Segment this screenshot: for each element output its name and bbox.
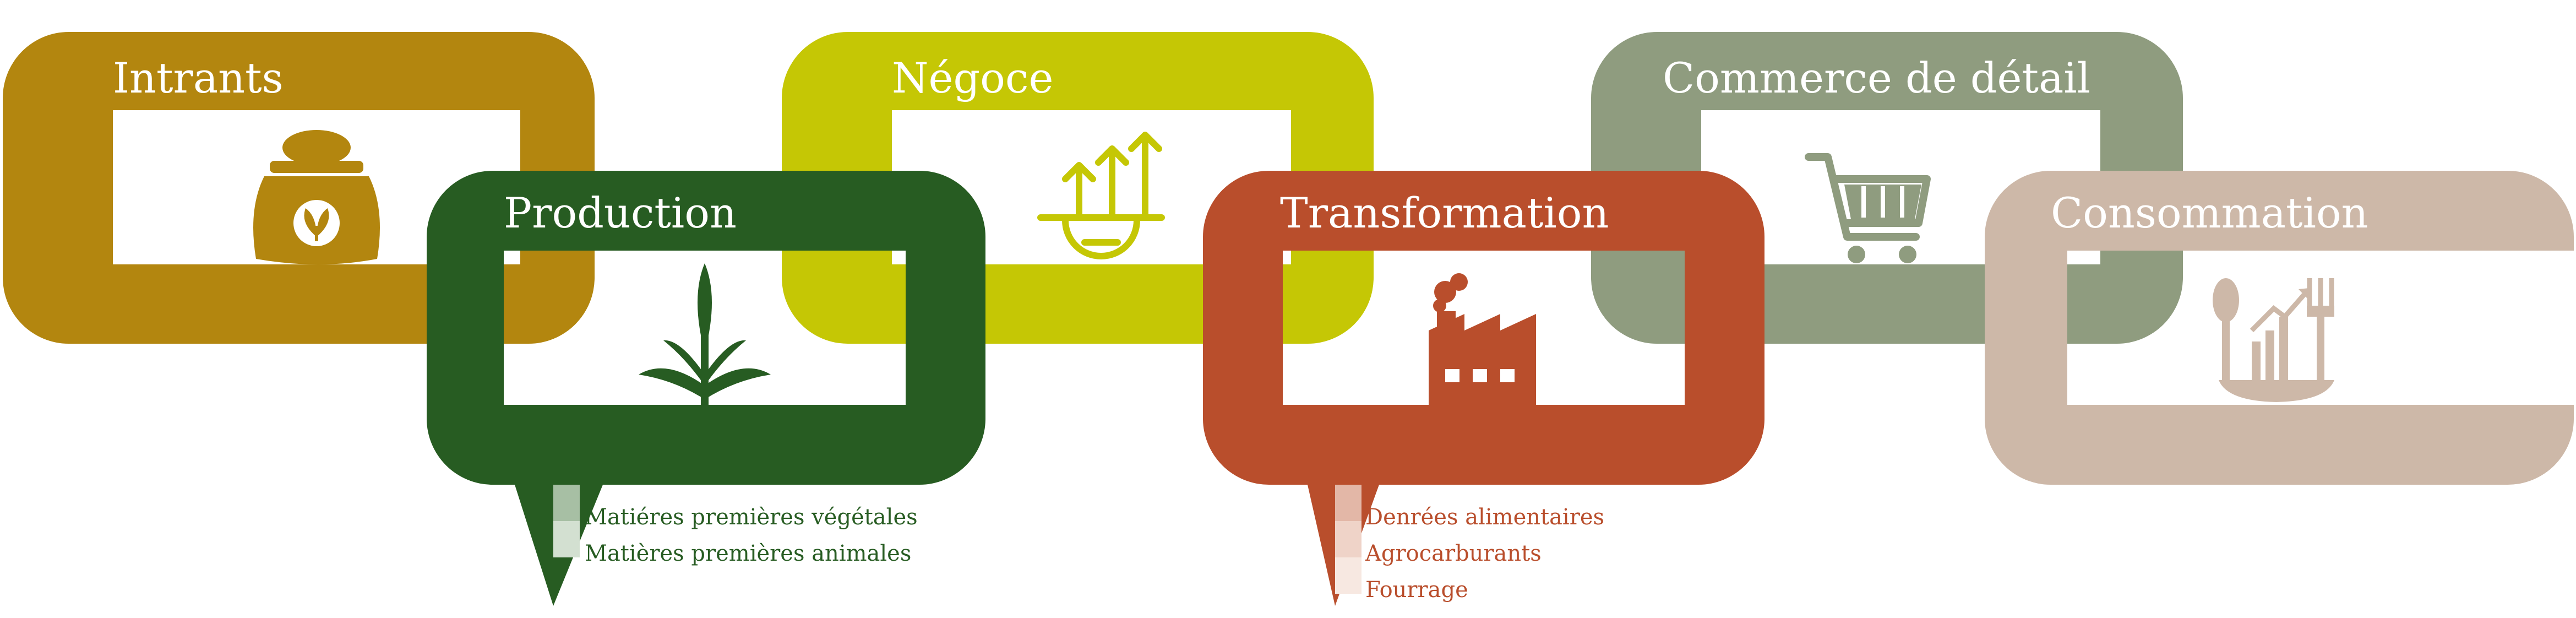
transformation-output-item: Fourrage	[1365, 577, 1468, 603]
transformation-list-bar-1	[1335, 485, 1361, 521]
stage-commerce-title: Commerce de détail	[1663, 53, 2090, 102]
stage-transformation-title: Transformation	[1280, 188, 1609, 237]
production-list-bar-1	[553, 485, 580, 521]
food-consumption-icon	[2213, 278, 2334, 402]
transformation-list-bar-3	[1335, 557, 1361, 594]
stage-negoce-title: Négoce	[892, 53, 1053, 102]
transformation-output-list: Denrées alimentaires Agrocarburants Four…	[1335, 485, 1604, 603]
factory-icon	[1429, 273, 1536, 405]
production-list-bar-2	[553, 521, 580, 557]
transformation-list-bar-2	[1335, 521, 1361, 557]
seed-bag-icon	[253, 130, 380, 264]
production-output-item: Matiéres premières végétales	[585, 505, 918, 530]
production-output-list: Matiéres premières végétales Matières pr…	[553, 485, 918, 566]
stage-consommation-title: Consommation	[2051, 188, 2368, 237]
stage-intrants-title: Intrants	[113, 53, 284, 102]
stage-production-title: Production	[504, 188, 737, 237]
production-output-item: Matières premières animales	[585, 541, 911, 566]
shopping-cart-icon	[1805, 153, 1931, 263]
transformation-output-item: Agrocarburants	[1365, 541, 1542, 566]
trade-growth-icon	[1037, 132, 1165, 259]
wheat-plant-icon	[639, 263, 771, 405]
transformation-output-item: Denrées alimentaires	[1365, 505, 1604, 530]
stage-consommation: Consommation	[1985, 171, 2574, 485]
stage-consommation-frame	[1985, 171, 2574, 485]
